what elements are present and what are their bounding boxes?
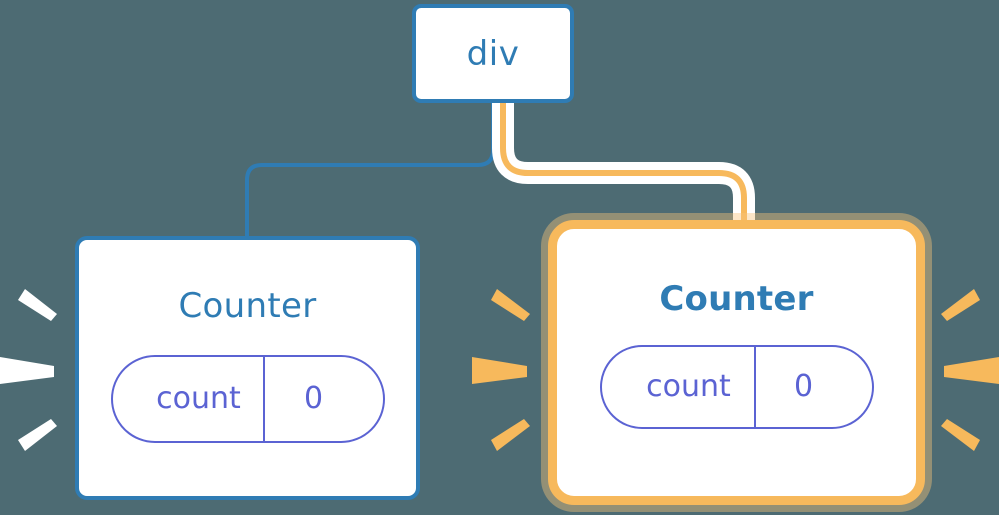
connector-div-to-counter-left [245,98,495,242]
node-counter-right[interactable]: Counter count 0 [565,237,908,488]
state-key: count [156,381,241,416]
node-div[interactable]: div [412,4,574,103]
sparkle-ray-icon [18,289,57,321]
sparkle-ray-icon [941,289,980,321]
sparkle-ray-icon [18,419,57,451]
node-counter-right-label: Counter [659,279,814,319]
sparkle-ray-icon [0,357,54,384]
state-pill-counter-right: count 0 [599,345,874,429]
state-divider [262,357,265,441]
state-value: 0 [303,381,324,416]
state-value: 0 [793,369,814,404]
sparkle-ray-icon [472,357,527,384]
state-pill-counter-left: count 0 [110,355,385,443]
connector-div-to-counter-right [500,97,747,248]
state-divider [753,347,756,427]
sparkle-ray-icon [941,419,980,451]
sparkle-group-right-orange [941,289,999,451]
node-counter-left[interactable]: Counter count 0 [75,236,420,500]
state-key: count [646,369,731,404]
node-counter-left-label: Counter [178,286,317,326]
sparkle-ray-icon [491,289,530,321]
sparkle-ray-icon [491,419,530,451]
sparkle-ray-icon [944,357,999,384]
node-div-label: div [466,33,520,74]
sparkle-group-mid-orange [472,289,530,451]
sparkle-group-left-white [0,289,57,451]
